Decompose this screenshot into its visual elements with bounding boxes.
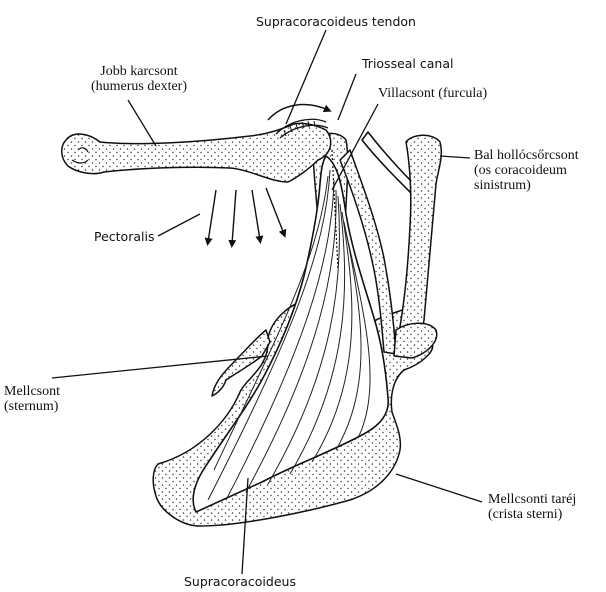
coracoid-left [396, 135, 441, 354]
label-coracoid-left: Bal hollócsőrcsont (os coracoideum sinis… [474, 148, 579, 193]
humerus [62, 123, 331, 182]
label-humerus-line2: (humerus dexter) [78, 79, 200, 94]
label-coracoid-line1: Bal hollócsőrcsont [474, 148, 579, 163]
label-humerus: Jobb karcsont (humerus dexter) [78, 64, 200, 94]
label-furcula: Villacsont (furcula) [378, 86, 487, 101]
label-coracoid-line3: sinistrum) [474, 178, 579, 193]
label-keel-line2: (crista sterni) [488, 507, 576, 522]
label-supracoracoideus-tendon: Supracoracoideus tendon [256, 14, 416, 29]
label-triosseal-canal: Triosseal canal [362, 56, 453, 71]
label-sternum: Mellcsont (sternum) [4, 384, 60, 414]
pectoralis-arrows [208, 188, 284, 244]
label-coracoid-line2: (os coracoideum [474, 163, 579, 178]
label-pectoralis: Pectoralis [94, 229, 154, 244]
rotation-arrow [268, 105, 328, 120]
label-sternum-line1: Mellcsont [4, 384, 60, 399]
label-sternum-line2: (sternum) [4, 399, 60, 414]
label-keel-line1: Mellcsonti taréj [488, 492, 576, 507]
label-supracoracoideus: Supracoracoideus [184, 574, 296, 589]
label-humerus-line1: Jobb karcsont [78, 64, 200, 79]
label-keel: Mellcsonti taréj (crista sterni) [488, 492, 576, 522]
